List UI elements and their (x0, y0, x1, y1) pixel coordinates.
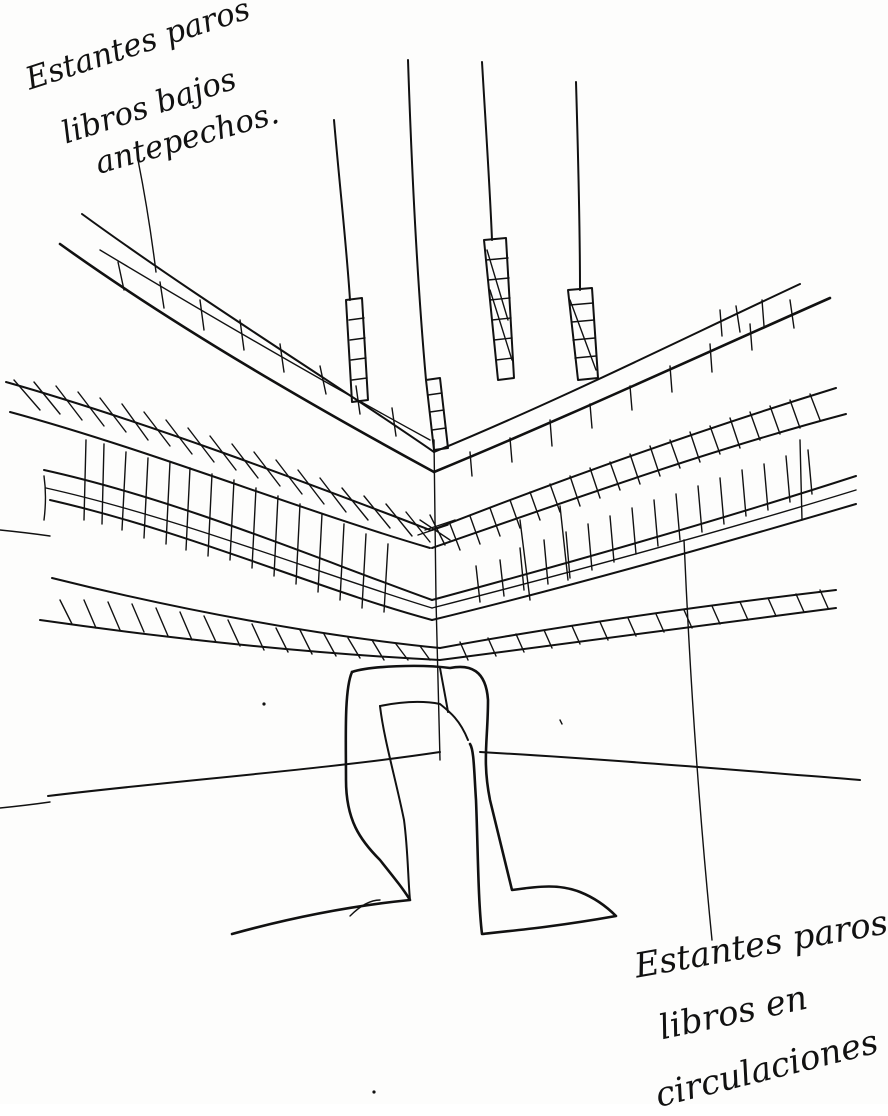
hatched-slab-lower (39, 577, 837, 661)
bookshelf-band-left (0, 439, 433, 621)
upper-railing-right (432, 283, 832, 477)
pendant-lamps (333, 59, 599, 451)
corner-line (433, 439, 441, 761)
floor-lines (0, 751, 861, 809)
stray-marks (262, 702, 563, 1094)
upper-railing-left (58, 213, 436, 474)
hatched-slab-left (5, 379, 431, 549)
leader-line-top (137, 159, 157, 273)
leader-line-bottom (683, 539, 713, 941)
central-column (230, 664, 618, 936)
bookshelf-band-right (431, 439, 857, 621)
hatched-slab-right (417, 387, 847, 551)
